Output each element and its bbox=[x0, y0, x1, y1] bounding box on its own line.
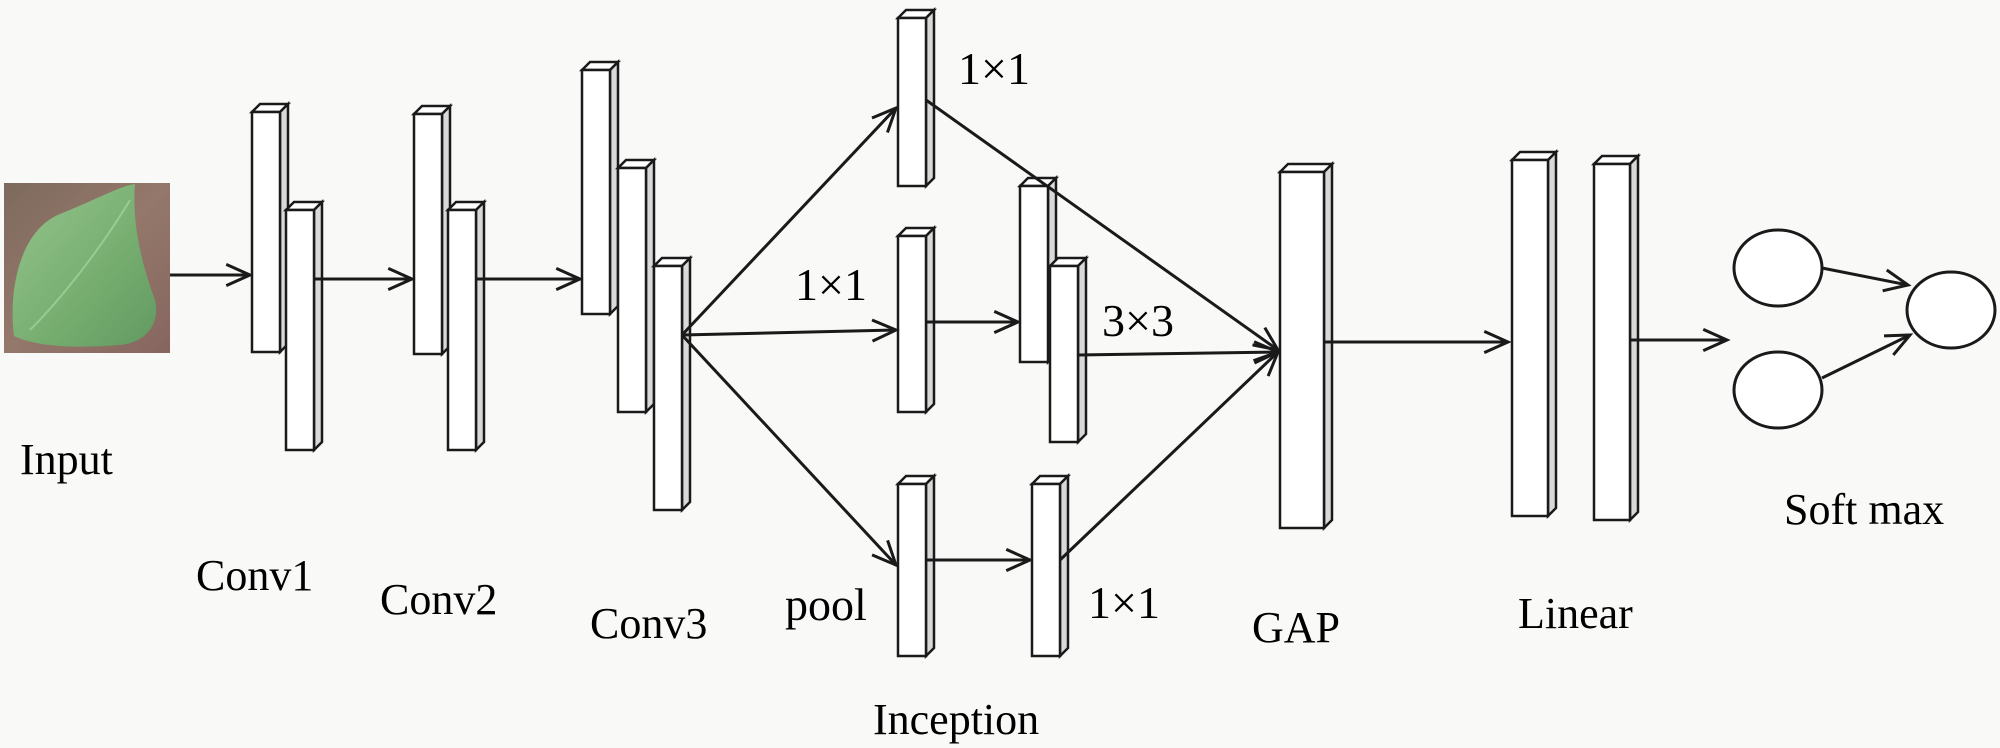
inception-mid-1x1-block bbox=[894, 224, 938, 416]
arrow-linear-to-softmax bbox=[1630, 328, 1731, 352]
arrow-conv3-to-top-branch bbox=[680, 105, 899, 337]
arrow-input-to-conv1 bbox=[170, 263, 254, 287]
conv1-block-a bbox=[248, 100, 292, 356]
label-branch-top-1x1: 1×1 bbox=[958, 43, 1030, 94]
layer-blocks bbox=[248, 6, 1642, 660]
conv3-block-b bbox=[614, 156, 658, 416]
conv2-block-a bbox=[410, 102, 454, 358]
linear-block-a bbox=[1508, 148, 1560, 520]
arrow-mid-1x1-to-3x3 bbox=[926, 310, 1022, 334]
label-branch-pool-1x1: 1×1 bbox=[1088, 577, 1160, 628]
label-softmax: Soft max bbox=[1784, 485, 1945, 534]
label-conv2: Conv2 bbox=[380, 575, 498, 624]
softmax-node-bottom bbox=[1732, 350, 1824, 430]
label-conv1: Conv1 bbox=[196, 551, 314, 600]
label-inception: Inception bbox=[873, 695, 1040, 744]
input-image bbox=[4, 183, 170, 353]
arrow-conv2-to-conv3 bbox=[476, 267, 584, 291]
arrow-softmax-bottom-to-output bbox=[1821, 333, 1914, 380]
label-branch-mid-3x3: 3×3 bbox=[1102, 295, 1174, 346]
label-conv3: Conv3 bbox=[590, 599, 708, 648]
gap-block bbox=[1276, 160, 1336, 532]
conv1-block-b bbox=[282, 198, 326, 454]
arrow-conv3-to-pool-branch bbox=[680, 333, 899, 568]
softmax-nodes bbox=[1732, 228, 1997, 430]
inception-pool-1x1-block bbox=[1028, 472, 1072, 660]
arrow-top-branch-to-gap bbox=[925, 98, 1281, 353]
connection-arrows bbox=[170, 98, 1914, 572]
label-branch-pool: pool bbox=[785, 579, 867, 630]
softmax-node-top bbox=[1732, 228, 1824, 308]
conv2-block-b bbox=[444, 198, 488, 454]
conv3-block-a bbox=[578, 58, 622, 318]
linear-block-b bbox=[1590, 152, 1642, 524]
arrow-gap-to-linear bbox=[1324, 330, 1512, 354]
inception-pool-block bbox=[894, 472, 938, 660]
arrow-softmax-top-to-output bbox=[1821, 266, 1912, 293]
arrow-conv3-to-mid-branch bbox=[681, 318, 900, 343]
conv3-block-c bbox=[650, 254, 694, 514]
inception-mid-3x3-block-b bbox=[1046, 254, 1090, 446]
softmax-node-output bbox=[1905, 270, 1997, 350]
arrow-pool-1x1-to-gap bbox=[1058, 349, 1281, 562]
label-linear: Linear bbox=[1518, 589, 1633, 638]
arrow-pool-to-1x1 bbox=[926, 548, 1034, 572]
label-input: Input bbox=[20, 435, 113, 484]
label-gap: GAP bbox=[1252, 603, 1341, 652]
arrow-conv1-to-conv2 bbox=[314, 267, 416, 291]
inception-top-1x1-block bbox=[894, 6, 938, 190]
label-branch-mid-1x1: 1×1 bbox=[795, 259, 867, 310]
